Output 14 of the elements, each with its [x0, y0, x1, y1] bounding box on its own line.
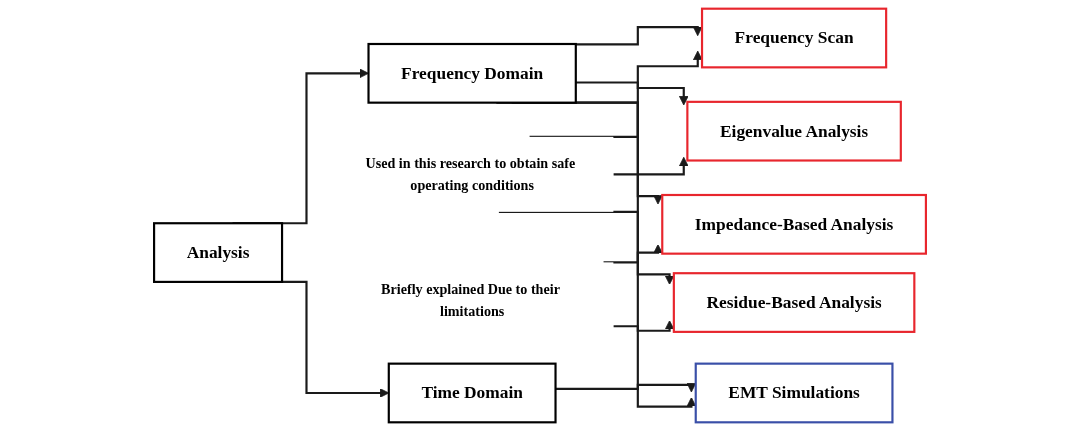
arrow: [603, 244, 663, 264]
node-box: Residue-Based Analysis: [672, 272, 916, 333]
arrow: [575, 81, 689, 106]
node-box: Analysis: [153, 222, 284, 283]
arrow: [613, 156, 689, 176]
node-box: Frequency Domain: [367, 42, 577, 104]
node-box: Eigenvalue Analysis: [686, 100, 902, 162]
node-box: Impedance-Based Analysis: [661, 193, 927, 255]
node-box: EMT Simulations: [694, 362, 894, 424]
node-text: Briefly explained Due to their limitations: [381, 280, 560, 319]
node-box: Frequency Scan: [700, 7, 888, 69]
arrow: [529, 50, 703, 138]
arrow: [575, 26, 703, 46]
node-box: Time Domain: [387, 362, 557, 424]
